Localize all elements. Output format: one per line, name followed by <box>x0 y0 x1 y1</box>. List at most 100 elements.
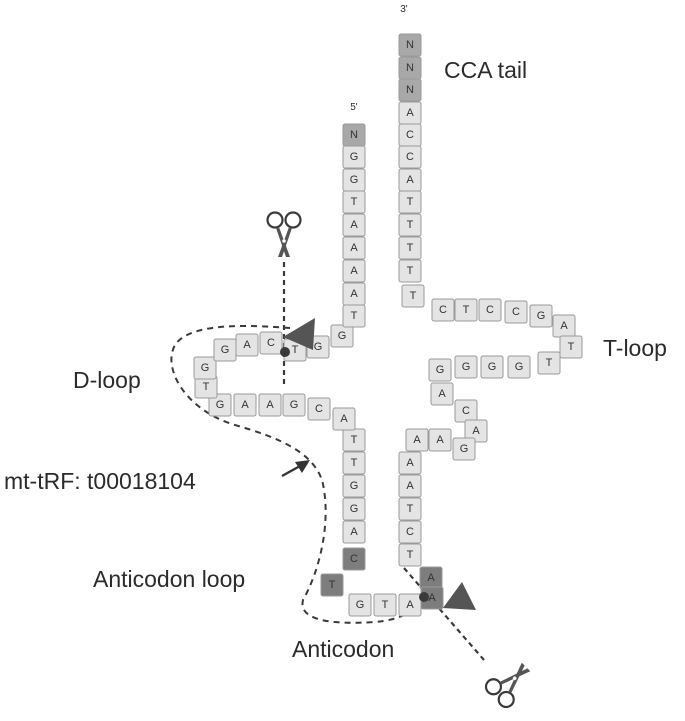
nucleotide-base: N <box>406 84 414 96</box>
nucleotide-box <box>464 419 488 443</box>
nucleotide-base: T <box>407 265 414 277</box>
nucleotide-box <box>398 474 422 498</box>
nucleotide: C <box>454 399 478 423</box>
nucleotide-base: A <box>560 320 568 332</box>
nucleotide-base: A <box>406 599 414 611</box>
anticodon-loop-label: Anticodon loop <box>93 566 245 592</box>
nucleotide-box <box>478 298 502 322</box>
nucleotide-box <box>342 259 366 283</box>
nucleotide-base: A <box>350 526 358 538</box>
nucleotide-base: G <box>356 599 365 611</box>
nucleotide-base: C <box>486 304 494 316</box>
nucleotide: T <box>398 497 422 521</box>
nucleotide: A <box>342 282 366 306</box>
nucleotide-base: T <box>292 344 299 356</box>
nucleotide-box <box>332 407 356 431</box>
nucleotide-base: G <box>338 330 347 342</box>
nucleotide: G <box>208 393 232 417</box>
nucleotide-base: N <box>406 62 414 74</box>
nucleotide-box <box>398 497 422 521</box>
nucleotide-box <box>342 497 366 521</box>
pointer-arrow-icon <box>281 460 310 478</box>
nucleotide-box <box>342 474 366 498</box>
nucleotide-box <box>398 213 422 237</box>
nucleotide: T <box>342 451 366 475</box>
nucleotide: T <box>342 190 366 214</box>
nucleotide-base: G <box>462 361 471 373</box>
nucleotide-box <box>430 382 454 406</box>
nucleotide: A <box>428 428 452 452</box>
nucleotide: A <box>398 474 422 498</box>
nucleotide: T <box>342 304 366 328</box>
nucleotide-base: A <box>406 174 414 186</box>
cleavage-arrow-icon <box>443 582 476 610</box>
three-prime-label: 3' <box>400 4 408 15</box>
nucleotide: T <box>454 298 478 322</box>
mt-trf-label: mt-tRF: t00018104 <box>4 468 196 494</box>
nucleotide-box <box>342 520 366 544</box>
nucleotide-base: A <box>413 434 421 446</box>
nucleotide: T <box>398 213 422 237</box>
nucleotide-box <box>398 593 422 617</box>
nucleotide: A <box>398 168 422 192</box>
nucleotide-base: A <box>350 242 358 254</box>
nucleotide-box <box>480 355 504 379</box>
nucleotide-base: G <box>515 361 524 373</box>
nucleotide: G <box>452 437 476 461</box>
nucleotide-base: A <box>340 413 348 425</box>
nucleotide: T <box>373 593 397 617</box>
nucleotide: A <box>398 593 422 617</box>
nucleotide-base: G <box>216 399 225 411</box>
nucleotide-box <box>342 451 366 475</box>
nucleotide: C <box>398 520 422 544</box>
d-loop-label: D-loop <box>73 367 141 393</box>
nucleotide: C <box>431 298 455 322</box>
nucleotide: G <box>529 304 553 328</box>
anticodon-label: Anticodon <box>292 636 394 662</box>
nucleotide: A <box>332 407 356 431</box>
nucleotide-base: G <box>350 503 359 515</box>
nucleotide: T <box>398 543 422 567</box>
nucleotide-base: T <box>351 310 358 322</box>
nucleotide-base: N <box>350 129 358 141</box>
nucleotide-base: G <box>221 344 230 356</box>
nucleotide: N <box>398 78 422 102</box>
nucleotide: G <box>330 324 354 348</box>
nucleotide-base: A <box>428 592 436 604</box>
scissors-icon <box>266 211 302 259</box>
nucleotide: G <box>428 358 452 382</box>
nucleotide-box <box>193 356 217 380</box>
nucleotide-box <box>398 78 422 102</box>
nucleotide: G <box>213 338 237 362</box>
nucleotide: G <box>282 393 306 417</box>
nucleotide-base: C <box>315 403 323 415</box>
nucleotide-base: T <box>407 242 414 254</box>
cleavage-site-top <box>280 347 290 357</box>
nucleotide-box <box>342 123 366 147</box>
nucleotide-base: T <box>351 434 358 446</box>
nucleotide-base: T <box>203 381 210 393</box>
nucleotide: T <box>401 284 425 308</box>
nucleotide-base: T <box>407 503 414 515</box>
nucleotide-box <box>398 520 422 544</box>
nucleotide-box <box>342 213 366 237</box>
nucleotide: T <box>342 428 366 452</box>
nucleotide: C <box>259 331 283 355</box>
nucleotide-box <box>208 393 232 417</box>
nucleotide-base: A <box>406 107 414 119</box>
nucleotide-box <box>398 259 422 283</box>
nucleotide-base: G <box>350 151 359 163</box>
nucleotide-base: G <box>201 362 210 374</box>
nucleotide-box <box>504 300 528 324</box>
nucleotide-base: G <box>488 361 497 373</box>
nucleotide: T <box>537 351 561 375</box>
nucleotide: A <box>342 236 366 260</box>
nucleotide-base: G <box>537 310 546 322</box>
nucleotide: G <box>193 356 217 380</box>
nucleotide-box <box>559 335 583 359</box>
nucleotide: G <box>507 355 531 379</box>
nucleotide-box <box>398 145 422 169</box>
nucleotide: A <box>405 428 429 452</box>
